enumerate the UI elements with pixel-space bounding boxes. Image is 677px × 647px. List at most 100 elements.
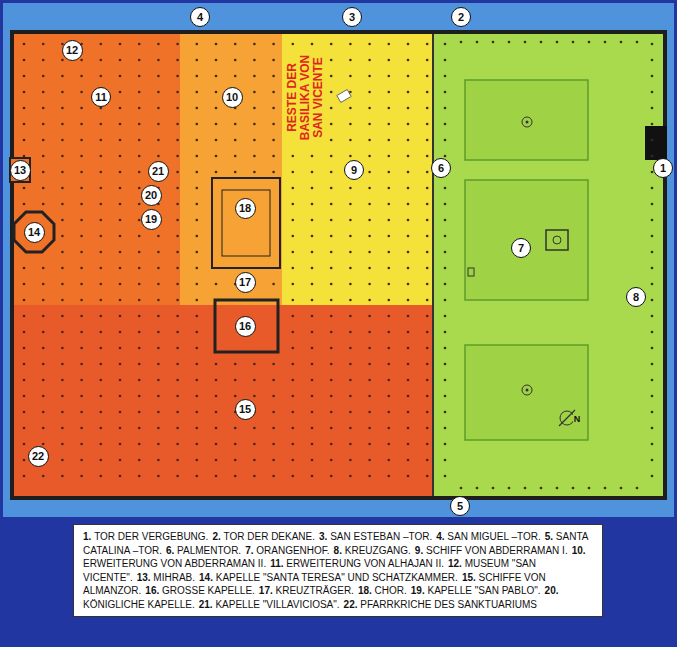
column — [138, 299, 141, 302]
callout-number: 7 — [518, 243, 524, 254]
column — [426, 43, 429, 46]
column — [176, 235, 179, 238]
column — [138, 395, 141, 398]
column — [61, 363, 64, 366]
column — [215, 59, 218, 62]
column — [292, 331, 295, 334]
column — [157, 91, 160, 94]
column — [272, 443, 275, 446]
callout-circle: 7 — [511, 238, 531, 258]
column — [651, 235, 654, 238]
column — [196, 299, 199, 302]
column — [176, 395, 179, 398]
column — [157, 347, 160, 350]
column — [368, 475, 371, 478]
callout-circle: 8 — [626, 287, 646, 307]
column — [119, 123, 122, 126]
column — [196, 395, 199, 398]
column — [651, 91, 654, 94]
column — [368, 283, 371, 286]
legend-entry: 14. KAPELLE "SANTA TERESA" UND SCHATZKAM… — [199, 572, 458, 583]
column — [476, 41, 479, 44]
column — [119, 251, 122, 254]
column — [292, 155, 295, 158]
column — [157, 363, 160, 366]
column — [80, 155, 83, 158]
column — [388, 139, 391, 142]
column — [42, 187, 45, 190]
column — [330, 443, 333, 446]
column — [330, 43, 333, 46]
column — [138, 91, 141, 94]
column — [119, 363, 122, 366]
column — [100, 251, 103, 254]
column — [330, 251, 333, 254]
column — [42, 315, 45, 318]
column — [330, 379, 333, 382]
column — [80, 219, 83, 222]
callout-circle: 22 — [28, 446, 49, 467]
column — [651, 251, 654, 254]
column — [23, 395, 26, 398]
column — [215, 43, 218, 46]
callout-number: 2 — [458, 12, 464, 23]
column — [176, 43, 179, 46]
column — [157, 299, 160, 302]
column — [636, 41, 639, 44]
column — [349, 235, 352, 238]
column — [272, 379, 275, 382]
column — [388, 203, 391, 206]
column — [426, 299, 429, 302]
column — [42, 43, 45, 46]
column — [196, 347, 199, 350]
column — [407, 331, 410, 334]
column — [138, 171, 141, 174]
callout-circle: 20 — [141, 185, 162, 206]
column — [234, 75, 237, 78]
column — [42, 59, 45, 62]
column — [80, 251, 83, 254]
column — [330, 59, 333, 62]
column — [368, 379, 371, 382]
column — [23, 91, 26, 94]
column — [157, 283, 160, 286]
callout-number: 6 — [438, 163, 444, 174]
column — [196, 267, 199, 270]
column — [61, 171, 64, 174]
column — [80, 187, 83, 190]
column — [330, 91, 333, 94]
column — [651, 315, 654, 318]
column — [272, 59, 275, 62]
column — [651, 43, 654, 46]
column — [138, 203, 141, 206]
column — [426, 395, 429, 398]
column — [540, 487, 543, 490]
column — [138, 427, 141, 430]
column — [311, 187, 314, 190]
column — [61, 267, 64, 270]
column — [349, 43, 352, 46]
callout-number: 18 — [239, 203, 251, 214]
column — [311, 235, 314, 238]
column — [61, 395, 64, 398]
column — [138, 123, 141, 126]
column — [215, 443, 218, 446]
callout-circle: 21 — [148, 161, 169, 182]
column — [407, 139, 410, 142]
column — [368, 43, 371, 46]
column — [388, 155, 391, 158]
column — [23, 139, 26, 142]
column — [311, 347, 314, 350]
column — [444, 283, 447, 286]
column — [349, 187, 352, 190]
column — [176, 299, 179, 302]
column — [407, 91, 410, 94]
column — [651, 283, 654, 286]
column — [407, 123, 410, 126]
column — [444, 395, 447, 398]
column — [176, 379, 179, 382]
column — [253, 155, 256, 158]
legend-box: 1. TOR DER VERGEBUNG.2. TOR DER DEKANE.3… — [73, 524, 603, 617]
column — [42, 443, 45, 446]
column — [157, 75, 160, 78]
